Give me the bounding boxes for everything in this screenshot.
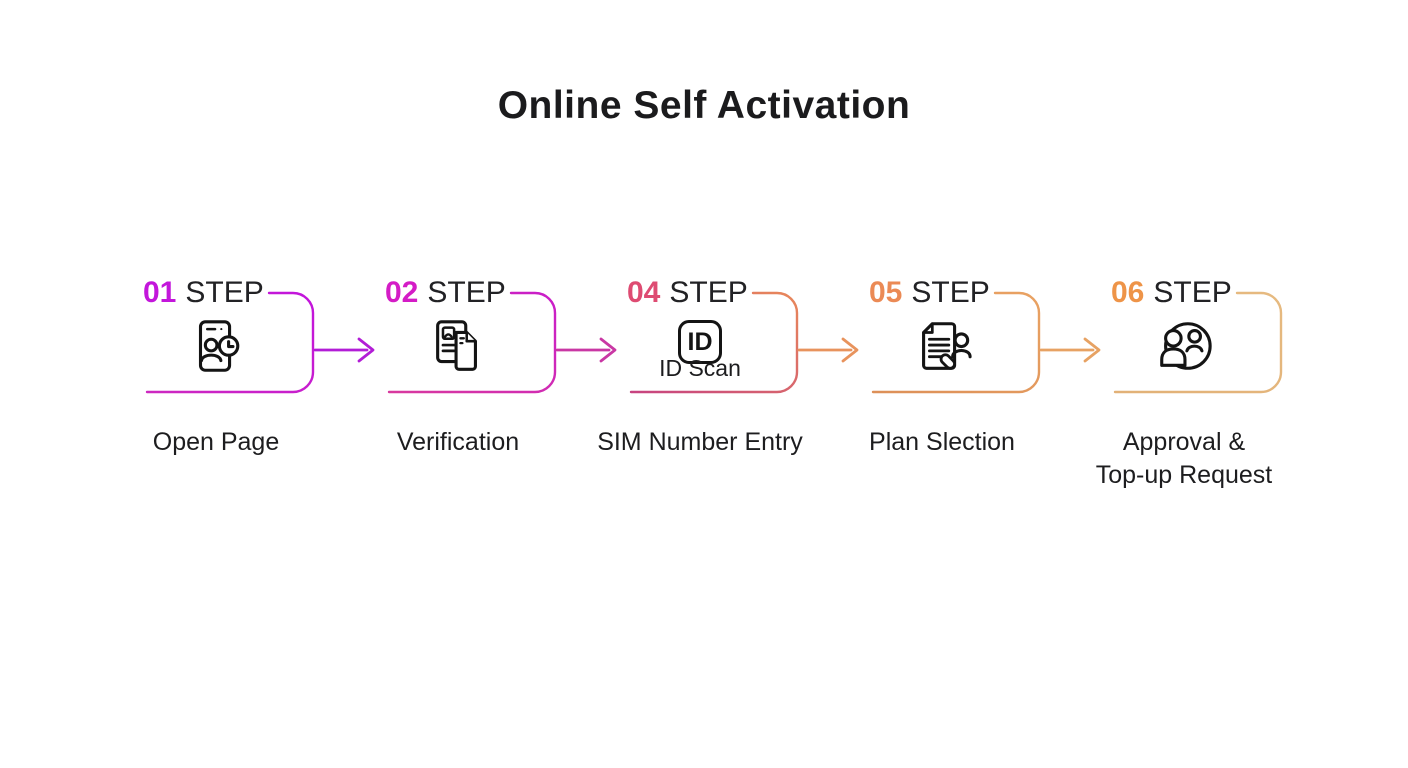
step-plan-selection: 05 STEP	[847, 276, 1101, 536]
step-label: Plan Slection	[869, 428, 1015, 456]
step-word: STEP	[427, 276, 506, 309]
id-scan-caption: ID Scan	[659, 355, 741, 381]
step-number: 02	[385, 276, 419, 309]
step-header: 06 STEP	[1111, 276, 1232, 310]
next-step-arrow-icon	[797, 337, 859, 363]
step-open-page: 01 STEP	[121, 276, 375, 536]
step-header: 01 STEP	[143, 276, 264, 310]
next-step-arrow-icon	[555, 337, 617, 363]
step-number: 01	[143, 276, 177, 309]
step-word: STEP	[911, 276, 990, 309]
step-header: 02 STEP	[385, 276, 506, 310]
user-clock-phone-icon	[198, 320, 240, 372]
step-word: STEP	[185, 276, 264, 309]
document-edit-user-icon	[922, 322, 972, 370]
step-label: SIM Number Entry	[597, 428, 803, 456]
next-step-arrow-icon	[1039, 337, 1101, 363]
step-bracket-connector	[871, 291, 1101, 394]
step-sim-number-entry: 04 STEP ID ID Scan S	[597, 276, 859, 536]
step-label: Approval & Top-up Request	[1095, 428, 1273, 489]
id-scan-icon: ID	[678, 320, 722, 364]
step-number: 05	[869, 276, 903, 309]
step-header: 05 STEP	[869, 276, 990, 310]
next-step-arrow-icon	[313, 337, 375, 363]
steps-flow: 01 STEP	[121, 276, 1331, 536]
step-word: STEP	[669, 276, 748, 309]
icon-area: ID ID Scan	[605, 316, 795, 412]
step-verification: 02 STEP	[363, 276, 617, 536]
step-label: Verification	[396, 428, 520, 456]
icon-area	[121, 316, 311, 412]
id-card-document-icon	[436, 320, 477, 371]
step-number: 06	[1111, 276, 1145, 309]
step-approval-topup: 06 STEP	[1089, 276, 1331, 536]
icon-area	[847, 316, 1037, 412]
step-bracket-connector	[629, 291, 859, 394]
step-label: Open Page	[152, 428, 280, 456]
step-header: 04 STEP	[627, 276, 748, 310]
step-bracket-connector	[387, 291, 617, 394]
step-bracket-connector	[145, 291, 375, 394]
page-title: Online Self Activation	[497, 84, 911, 127]
icon-area	[1089, 316, 1279, 412]
icon-area	[363, 316, 553, 412]
step-word: STEP	[1153, 276, 1232, 309]
step-bracket-connector	[1113, 291, 1283, 394]
people-approval-icon	[1160, 322, 1212, 370]
step-number: 04	[627, 276, 661, 309]
